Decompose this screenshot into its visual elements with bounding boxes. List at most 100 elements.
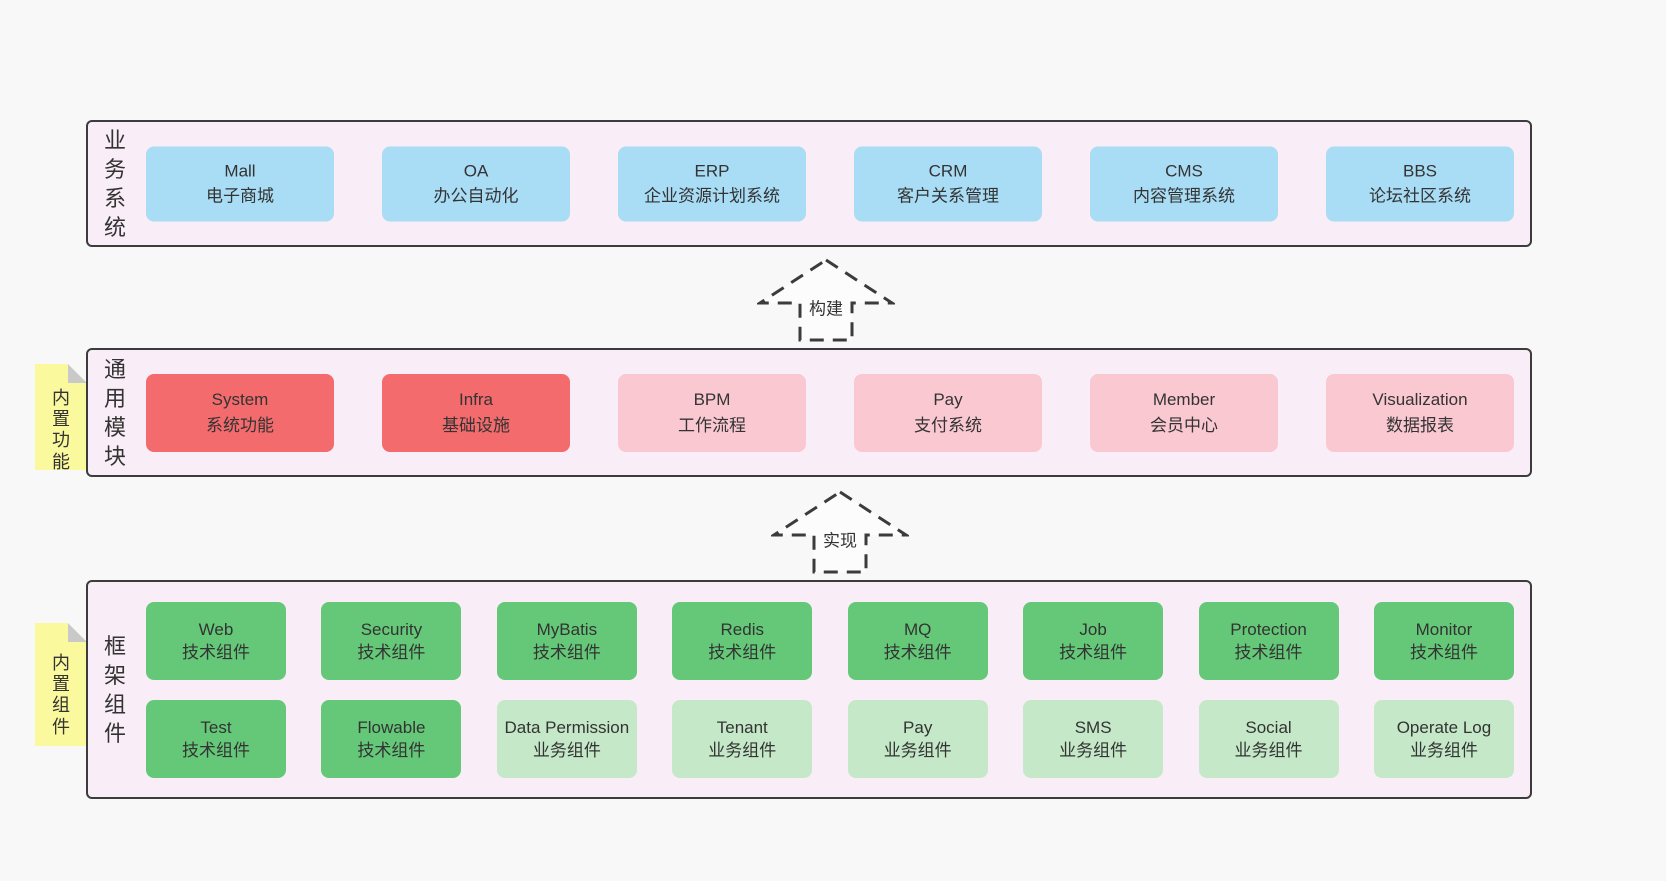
box-subtitle: 内容管理系统 [1133, 186, 1235, 206]
box-title: Data Permission [504, 717, 630, 737]
box-subtitle: 客户关系管理 [897, 186, 999, 206]
box-subtitle: 业务组件 [532, 741, 601, 760]
layer-business-systems: 业务系统 Mall 电子商城 OA 办公自动化 ERP 企业资源计划系统 CRM… [86, 120, 1532, 247]
box-test: Test 技术组件 [146, 700, 286, 778]
box-subtitle: 技术组件 [1059, 643, 1128, 662]
box-title: Infra [458, 390, 494, 409]
box-tenant: Tenant 业务组件 [672, 700, 813, 778]
box-title: Security [360, 619, 423, 639]
box-subtitle: 论坛社区系统 [1369, 186, 1471, 206]
box-title: Pay [933, 390, 963, 409]
box-title: Pay [903, 717, 933, 737]
sticky-note-built-in-components: 内置组件 [35, 623, 87, 746]
box-data-permission: Data Permission 业务组件 [496, 700, 637, 778]
box-subtitle: 支付系统 [914, 415, 982, 435]
box-sms: SMS 业务组件 [1023, 700, 1164, 778]
common-modules-row: System 系统功能 Infra 基础设施 BPM 工作流程 Pay 支付系统… [146, 373, 1514, 452]
box-subtitle: 会员中心 [1150, 415, 1218, 435]
layer-label-framework-components: 框架组件 [103, 633, 126, 746]
box-title: Visualization [1372, 390, 1468, 409]
box-title: BPM [693, 390, 731, 409]
box-bpm: BPM 工作流程 [618, 373, 806, 452]
box-pay-component: Pay 业务组件 [847, 700, 988, 778]
box-monitor: Monitor 技术组件 [1373, 602, 1514, 680]
box-subtitle: 业务组件 [708, 741, 777, 760]
box-social: Social 业务组件 [1198, 700, 1339, 778]
box-title: Protection [1230, 619, 1307, 639]
business-systems-row: Mall 电子商城 OA 办公自动化 ERP 企业资源计划系统 CRM 客户关系… [146, 146, 1514, 221]
box-crm: CRM 客户关系管理 [854, 146, 1042, 221]
box-title: System [211, 390, 269, 409]
box-job: Job 技术组件 [1023, 602, 1164, 680]
box-title: MyBatis [536, 619, 598, 639]
box-subtitle: 技术组件 [708, 643, 777, 662]
box-visualization: Visualization 数据报表 [1326, 373, 1514, 452]
layer-common-modules: 通用模块 System 系统功能 Infra 基础设施 BPM 工作流程 Pay… [86, 348, 1532, 477]
box-subtitle: 技术组件 [1234, 643, 1303, 662]
box-subtitle: 办公自动化 [433, 186, 519, 206]
box-system: System 系统功能 [146, 373, 334, 452]
box-title: Test [200, 717, 232, 737]
box-subtitle: 业务组件 [1059, 741, 1128, 760]
box-subtitle: 工作流程 [678, 415, 746, 435]
framework-components-row-2: Test 技术组件 Flowable 技术组件 Data Permission … [146, 700, 1514, 778]
box-subtitle: 技术组件 [357, 741, 426, 760]
box-subtitle: 企业资源计划系统 [644, 186, 780, 206]
box-subtitle: 数据报表 [1386, 415, 1454, 435]
box-title: Flowable [357, 717, 426, 737]
arrow-build-label: 构建 [805, 293, 847, 321]
box-subtitle: 业务组件 [1234, 741, 1303, 760]
box-subtitle: 业务组件 [1409, 741, 1478, 760]
box-redis: Redis 技术组件 [672, 602, 813, 680]
box-title: CRM [928, 161, 968, 180]
box-infra: Infra 基础设施 [382, 373, 570, 452]
box-title: Member [1152, 390, 1216, 409]
box-flowable: Flowable 技术组件 [321, 700, 462, 778]
box-title: Redis [720, 619, 764, 639]
framework-components-row-1: Web 技术组件 Security 技术组件 MyBatis 技术组件 Redi… [146, 602, 1514, 680]
box-title: Social [1245, 717, 1292, 737]
box-bbs: BBS 论坛社区系统 [1326, 146, 1514, 221]
box-title: Monitor [1415, 619, 1473, 639]
box-subtitle: 技术组件 [883, 643, 952, 662]
box-mybatis: MyBatis 技术组件 [496, 602, 637, 680]
box-title: SMS [1074, 717, 1112, 737]
box-title: Mall [224, 161, 256, 180]
box-title: MQ [903, 619, 932, 639]
arrow-build: 构建 [757, 257, 895, 343]
box-subtitle: 业务组件 [883, 741, 952, 760]
box-title: ERP [694, 161, 730, 180]
box-oa: OA 办公自动化 [382, 146, 570, 221]
box-operate-log: Operate Log 业务组件 [1373, 700, 1514, 778]
box-mall: Mall 电子商城 [146, 146, 334, 221]
box-title: Web [198, 619, 234, 639]
box-security: Security 技术组件 [321, 602, 462, 680]
box-mq: MQ 技术组件 [847, 602, 988, 680]
box-title: OA [463, 161, 489, 180]
box-subtitle: 技术组件 [532, 643, 601, 662]
sticky-note-label: 内置功能 [52, 388, 70, 472]
box-web: Web 技术组件 [146, 602, 286, 680]
box-protection: Protection 技术组件 [1198, 602, 1339, 680]
box-subtitle: 系统功能 [206, 415, 274, 435]
sticky-note-built-in-features: 内置功能 [35, 364, 87, 472]
box-subtitle: 技术组件 [182, 643, 250, 662]
box-member: Member 会员中心 [1090, 373, 1278, 452]
layer-framework-components: 框架组件 Web 技术组件 Security 技术组件 MyBatis 技术组件… [86, 580, 1532, 799]
layer-label-business-systems: 业务系统 [103, 127, 126, 240]
box-title: Operate Log [1396, 717, 1492, 737]
sticky-note-label: 内置组件 [52, 653, 70, 737]
box-title: CMS [1165, 161, 1203, 180]
box-subtitle: 基础设施 [442, 415, 510, 435]
box-pay-system: Pay 支付系统 [854, 373, 1042, 452]
box-subtitle: 技术组件 [357, 643, 426, 662]
box-subtitle: 电子商城 [206, 186, 274, 206]
layer-label-common-modules: 通用模块 [103, 356, 126, 469]
box-subtitle: 技术组件 [1409, 643, 1478, 662]
box-title: Job [1079, 619, 1107, 639]
box-cms: CMS 内容管理系统 [1090, 146, 1278, 221]
arrow-implement-label: 实现 [819, 525, 861, 553]
arrow-implement: 实现 [771, 489, 909, 575]
box-subtitle: 技术组件 [182, 741, 250, 760]
